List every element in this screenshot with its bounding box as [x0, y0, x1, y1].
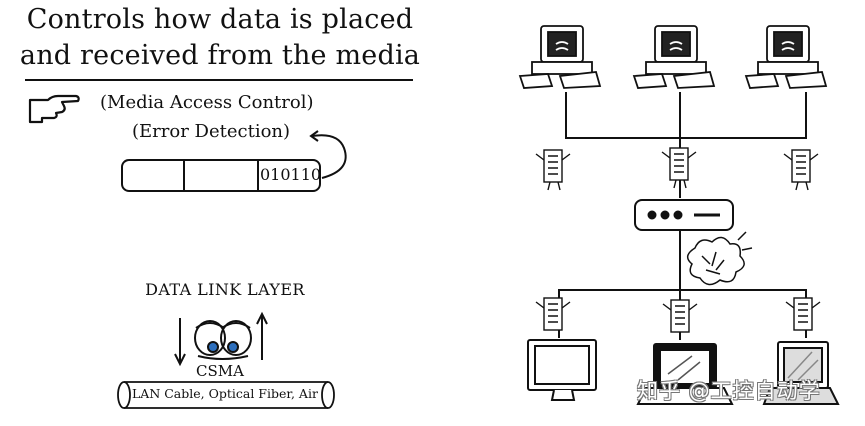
laptop-icon: [636, 343, 734, 405]
retro-computer-icon: [518, 25, 602, 89]
heading-line-1: Controls how data is placed: [26, 4, 414, 35]
watermark: 知乎 @工控自动学: [637, 379, 821, 403]
page-heading: Controls how data is placed and received…: [0, 2, 440, 74]
data-frame-character-icon: [783, 149, 819, 191]
data-frame: 010110: [121, 159, 321, 192]
heading-line-2: and received from the media: [19, 40, 421, 71]
data-frame-character-icon: [662, 299, 698, 333]
error-detection-arrow: [309, 130, 347, 179]
error-detection-label: (Error Detection): [132, 121, 291, 142]
collision-burst-icon: [686, 231, 753, 286]
retro-computer-icon: [744, 25, 828, 89]
data-frame-character-icon: [535, 149, 571, 191]
monitor-icon: [527, 339, 597, 401]
frame-trailer-bits: 010110: [260, 165, 322, 184]
medium-tube: [117, 381, 335, 409]
heading-underline: [25, 79, 413, 81]
pointing-hand-icon: [28, 94, 80, 124]
eyes-mascot-icon: [174, 311, 268, 367]
data-frame-character-icon: [661, 147, 697, 189]
laptop-icon: [762, 341, 840, 405]
retro-computer-icon: [632, 25, 716, 89]
csma-label: CSMA: [196, 362, 244, 380]
frame-segment-payload: [183, 161, 259, 190]
data-frame-character-icon: [785, 297, 821, 331]
mac-label: (Media Access Control): [100, 92, 314, 113]
frame-segment-header: [123, 161, 185, 190]
network-switch-icon: [634, 199, 734, 231]
layer-title: DATA LINK LAYER: [145, 280, 305, 299]
top-bus: [565, 92, 807, 198]
medium-label: LAN Cable, Optical Fiber, Air: [132, 386, 318, 401]
data-frame-character-icon: [535, 297, 571, 331]
